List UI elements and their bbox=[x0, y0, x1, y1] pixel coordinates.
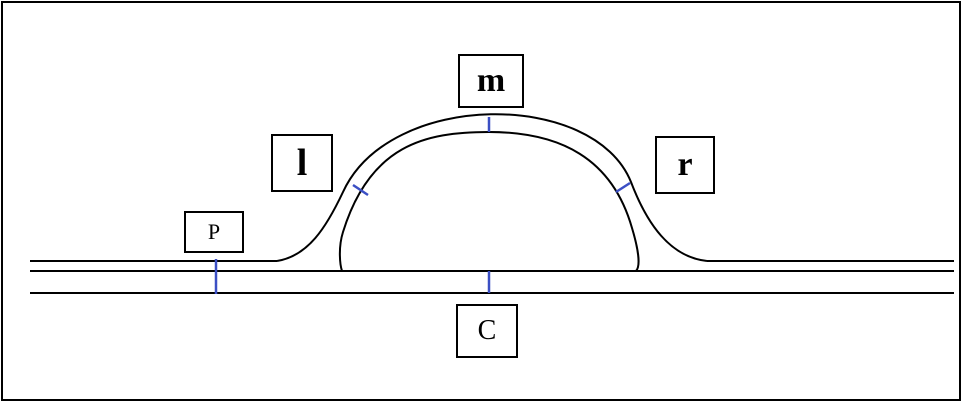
label-c-text: C bbox=[477, 315, 497, 346]
label-m-text: m bbox=[476, 62, 506, 99]
label-p: P bbox=[184, 211, 244, 253]
label-l: l bbox=[271, 134, 333, 192]
label-r: r bbox=[655, 136, 715, 194]
loop-inner-rail bbox=[338, 130, 640, 272]
marker-r bbox=[615, 181, 631, 194]
label-l-text: l bbox=[296, 142, 308, 184]
label-c: C bbox=[456, 304, 518, 358]
label-m: m bbox=[458, 54, 524, 108]
marker-l bbox=[352, 183, 369, 197]
label-r-text: r bbox=[677, 146, 693, 183]
loop-outer-rail bbox=[276, 113, 708, 262]
label-p-text: P bbox=[207, 219, 221, 244]
